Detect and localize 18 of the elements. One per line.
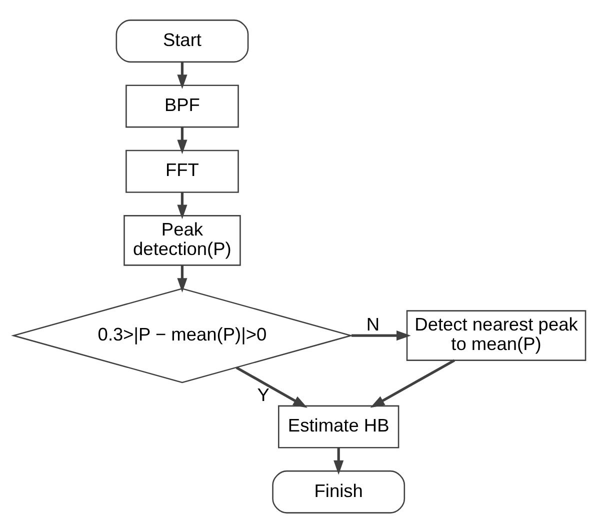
arrow [236,366,308,408]
arrow [177,192,188,219]
arrow [177,62,188,88]
node-box: Estimate HB [278,404,400,448]
arrow [352,330,411,340]
arrow [177,265,188,292]
node-box: Peak detection(P) [124,214,241,266]
node-box: Finish [272,470,406,513]
edge-label: Y [257,384,270,405]
node-box: Start [116,19,249,62]
edge-label: N [366,313,380,334]
node-box: FFT [126,149,239,192]
node-box: Detect nearest peak to mean(P) [406,310,586,360]
node-diamond: 0.3>|P − mean(P)|>0 [11,287,354,383]
arrow [370,358,456,408]
node-box: BPF [126,84,239,128]
arrow [334,447,344,474]
arrow [177,126,188,154]
